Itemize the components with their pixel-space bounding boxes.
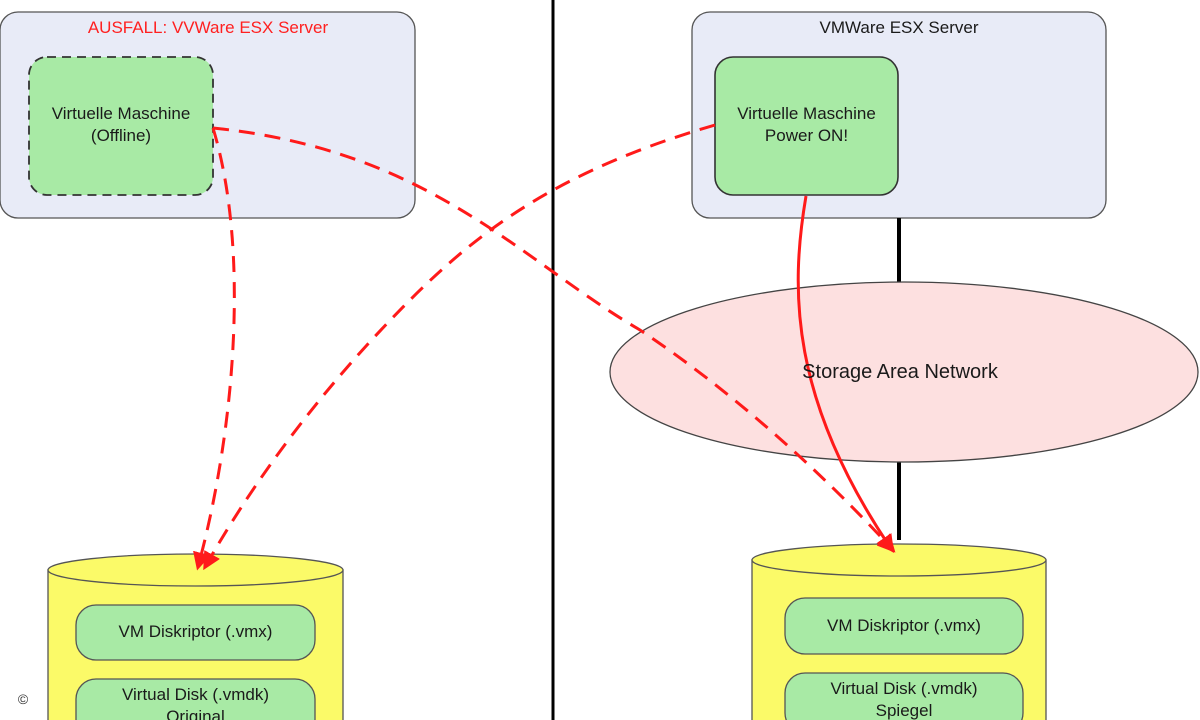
right-disk-box bbox=[784, 672, 1024, 720]
right-vm-label-line1: Virtuelle Maschine bbox=[737, 104, 876, 123]
arrow-offline-vm-to-left-storage bbox=[193, 127, 236, 571]
right-server-title: VMWare ESX Server bbox=[819, 18, 979, 37]
left-descriptor-label: VM Diskriptor (.vmx) bbox=[118, 622, 273, 641]
left-disk-label-line2: Original bbox=[166, 707, 225, 720]
left-disk-box bbox=[75, 678, 316, 720]
left-vm-label: Virtuelle Maschine (Offline) bbox=[29, 103, 213, 147]
left-vm-label-line1: Virtuelle Maschine bbox=[51, 104, 191, 123]
left-vm-label-line2: (Offline) bbox=[90, 126, 152, 145]
right-disk-label: Virtual Disk (.vmdk) Spiegel bbox=[785, 678, 1023, 720]
left-descriptor-box bbox=[75, 604, 316, 661]
left-vm-box bbox=[28, 56, 214, 196]
arrow-active-vm-to-right-storage bbox=[796, 195, 895, 553]
copyright-icon: © bbox=[12, 688, 34, 710]
arrow-active-vm-to-left-storage bbox=[203, 123, 716, 571]
right-descriptor-box bbox=[784, 597, 1024, 655]
right-descriptor-label: VM Diskriptor (.vmx) bbox=[827, 616, 981, 635]
right-disk-label-line1: Virtual Disk (.vmdk) bbox=[830, 679, 978, 698]
left-disk-label-line1: Virtual Disk (.vmdk) bbox=[121, 685, 270, 704]
left-server-title: AUSFALL: VVWare ESX Server bbox=[87, 18, 329, 37]
right-vm-label-line2: Power ON! bbox=[764, 126, 849, 145]
right-disk-label-line2: Spiegel bbox=[875, 701, 933, 720]
arrow-offline-vm-to-right-storage bbox=[212, 126, 896, 553]
san-label: Storage Area Network bbox=[802, 361, 998, 383]
right-vm-label: Virtuelle Maschine Power ON! bbox=[715, 103, 898, 147]
left-disk-label: Virtual Disk (.vmdk) Original bbox=[76, 684, 315, 720]
